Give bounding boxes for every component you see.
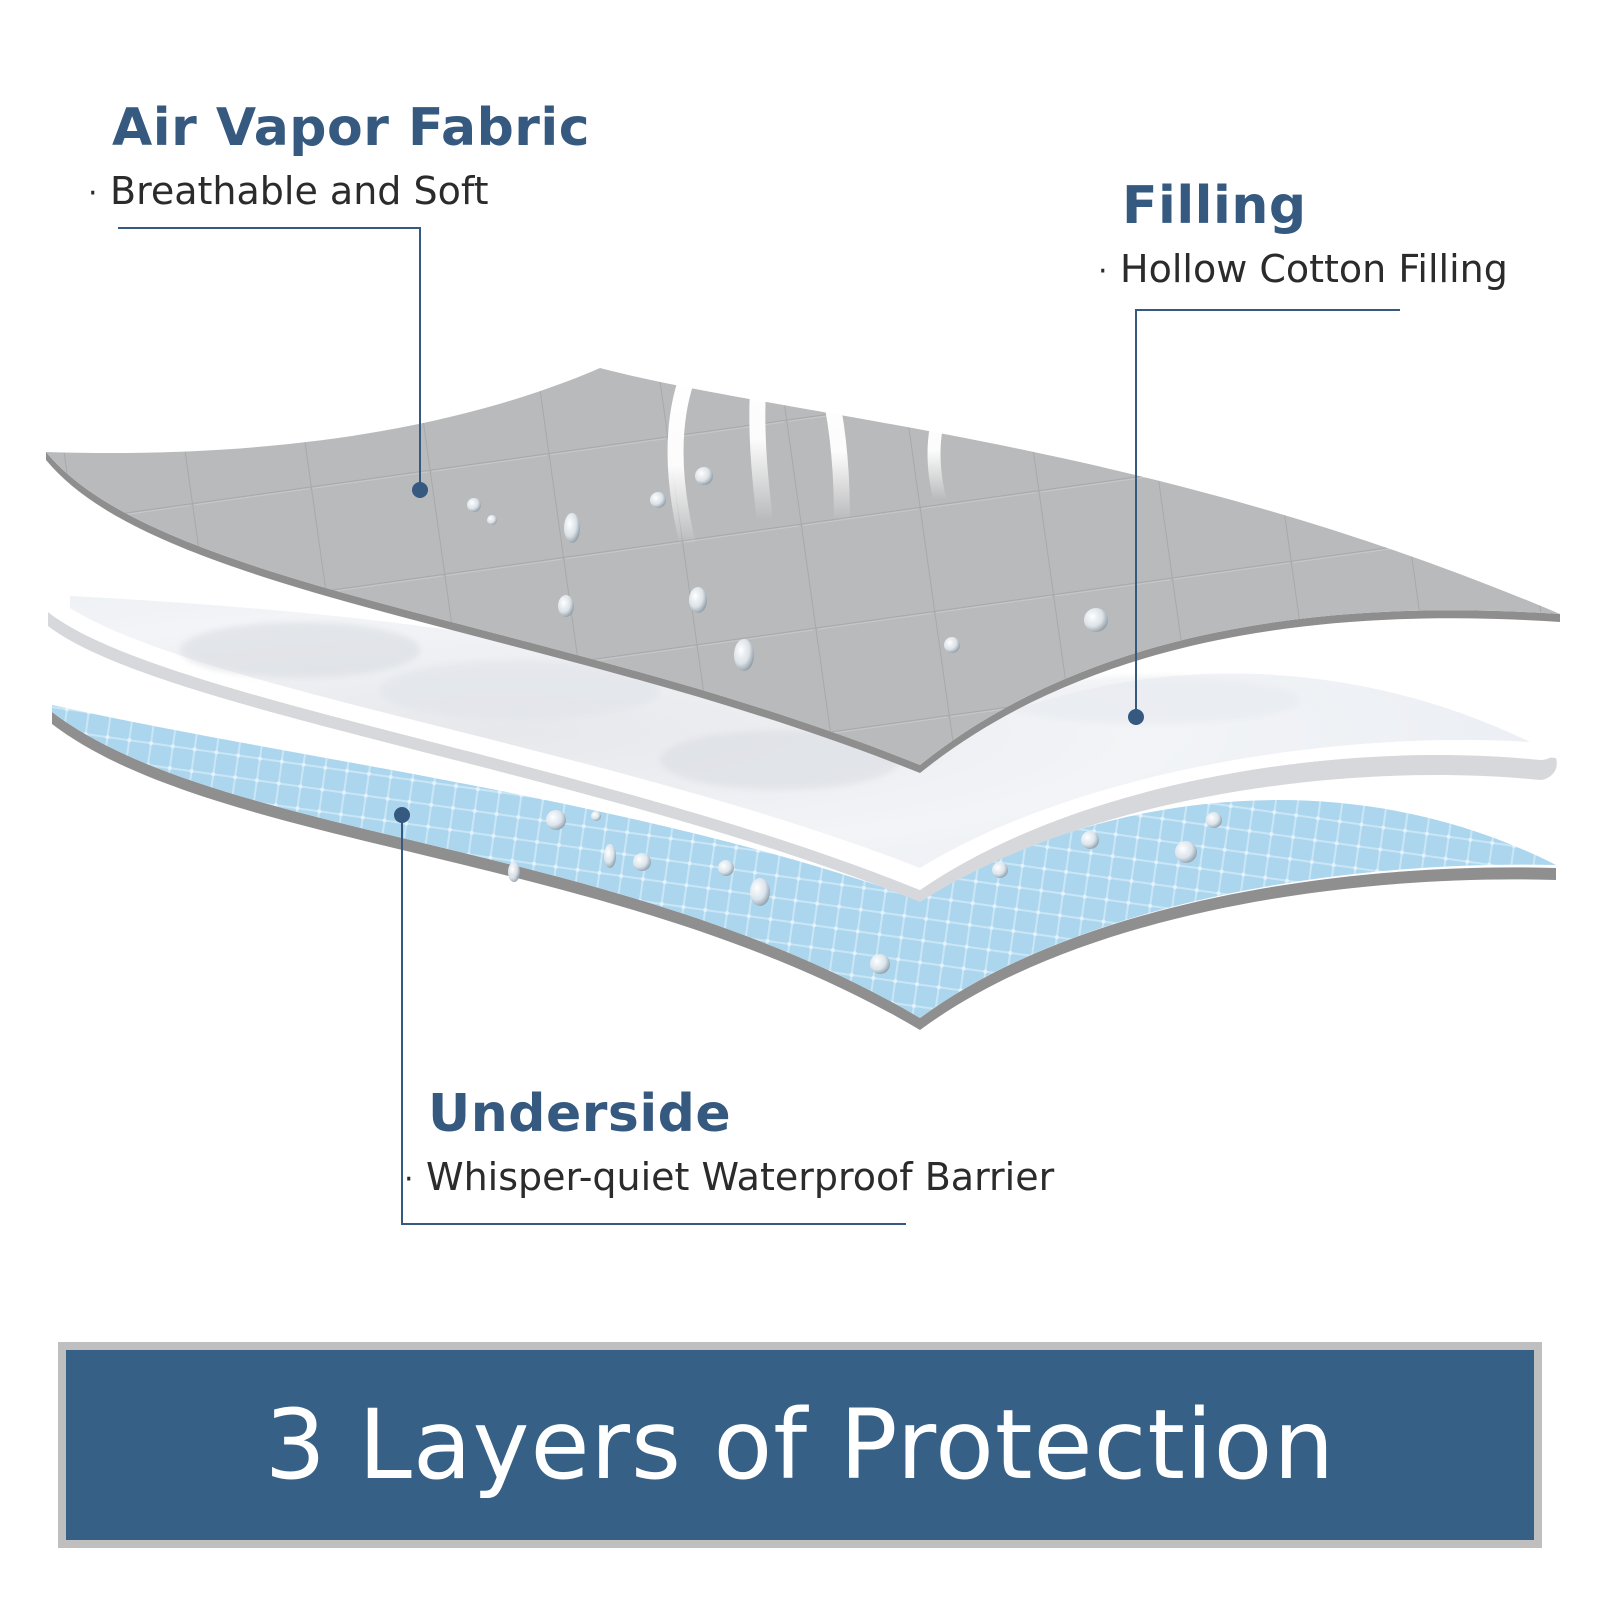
layer-subtitle: · Hollow Cotton Filling (1098, 250, 1508, 288)
layer-title: Filling (1122, 176, 1307, 236)
bullet-dot: · (1098, 253, 1108, 289)
leader-lines (118, 227, 1400, 1225)
filling-layer (47, 590, 1558, 902)
airflow-arrows (664, 312, 972, 553)
water-droplet-icon (650, 492, 666, 508)
layer-subtitle-text: Hollow Cotton Filling (1120, 247, 1508, 291)
layer-subtitle-text: Breathable and Soft (110, 169, 489, 213)
callout-air-vapor-fabric: Air Vapor Fabric · Breathable and Soft (88, 98, 591, 210)
banner-inner: 3 Layers of Protection (66, 1350, 1534, 1540)
water-droplet-icon (695, 467, 713, 485)
bullet-dot: · (88, 175, 98, 211)
water-droplet-icon (487, 515, 497, 525)
water-droplet-icon (1175, 841, 1197, 863)
water-droplet-icon (750, 878, 770, 906)
water-droplet-icon (718, 860, 734, 876)
bullet-dot: · (404, 1161, 414, 1197)
leader-dot-top (412, 482, 428, 498)
water-droplet-icon (467, 498, 481, 512)
leader-line-right (1135, 309, 1400, 717)
leader-dot-bottom (394, 807, 410, 823)
layer-subtitle: · Whisper-quiet Waterproof Barrier (404, 1158, 1054, 1196)
underside-layer (52, 705, 1556, 1030)
water-droplet-icon (1081, 831, 1099, 849)
leader-line-bottom (401, 815, 906, 1225)
airflow-arrow-icon (800, 338, 856, 528)
water-droplet-icon (564, 513, 580, 543)
water-droplet-icon (508, 862, 520, 882)
layer-subtitle: · Breathable and Soft (88, 172, 590, 210)
airflow-arrow-icon (664, 344, 712, 553)
layer-title: Underside (428, 1084, 732, 1144)
water-droplet-icon (870, 954, 890, 974)
air-vapor-fabric-layer (46, 368, 1560, 773)
layer-title: Air Vapor Fabric (112, 98, 591, 158)
water-droplet-icon (546, 810, 566, 830)
water-droplets (467, 467, 1222, 974)
airflow-arrow-icon (927, 364, 972, 507)
water-droplet-icon (944, 637, 960, 653)
water-droplet-icon (633, 853, 651, 871)
protection-banner: 3 Layers of Protection (58, 1342, 1542, 1548)
leader-line-top (118, 227, 421, 490)
water-droplet-icon (992, 862, 1008, 878)
water-droplet-icon (734, 639, 754, 671)
water-droplet-icon (689, 587, 707, 613)
layer-subtitle-text: Whisper-quiet Waterproof Barrier (426, 1155, 1055, 1199)
airflow-arrow-icon (738, 312, 794, 528)
water-droplet-icon (1206, 812, 1222, 828)
callout-underside: Underside · Whisper-quiet Waterproof Barr… (404, 1084, 1054, 1196)
water-droplet-icon (604, 844, 616, 868)
banner-label: 3 Layers of Protection (264, 1389, 1336, 1501)
water-droplet-icon (558, 595, 574, 617)
leader-dot-right (1128, 709, 1144, 725)
water-droplet-icon (591, 811, 601, 821)
water-droplet-icon (1084, 608, 1108, 632)
callout-filling: Filling · Hollow Cotton Filling (1098, 176, 1508, 288)
